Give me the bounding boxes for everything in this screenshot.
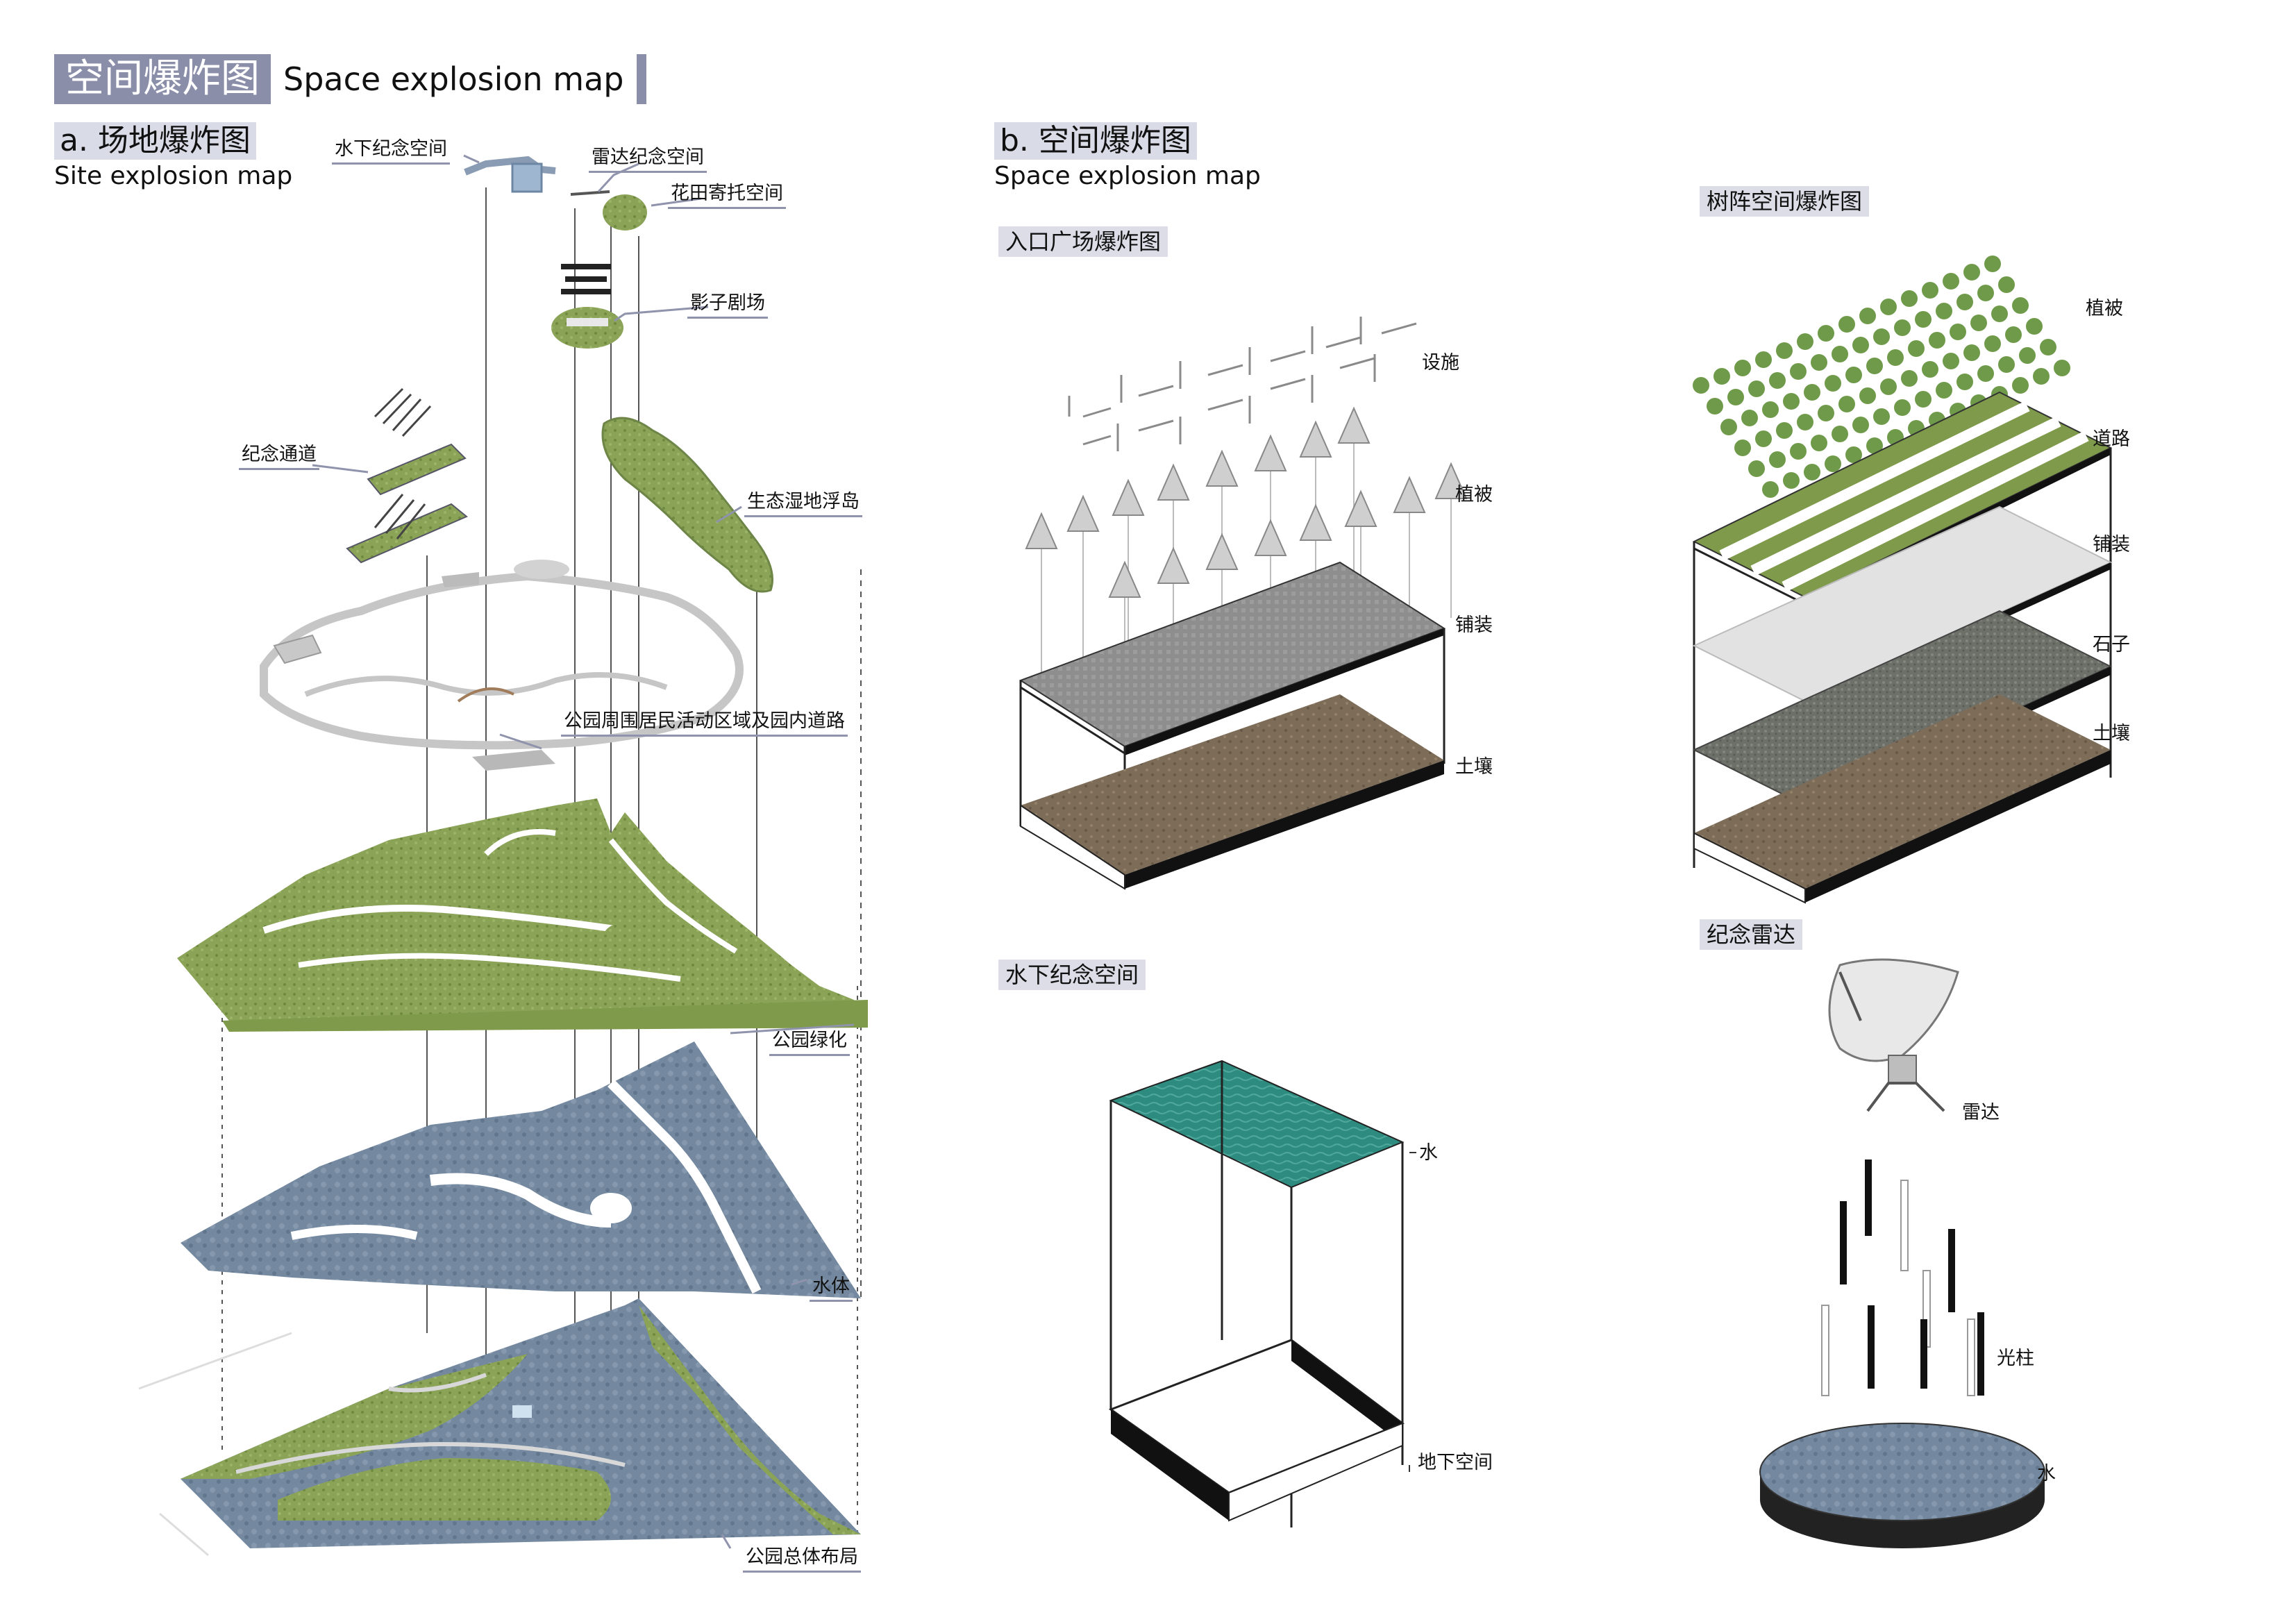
entrance-plaza-drawing xyxy=(1019,317,1468,890)
label-water-body: 水体 xyxy=(810,1275,853,1302)
radar-label-water: 水 xyxy=(2037,1463,2056,1484)
greening-layer xyxy=(177,798,868,1021)
memorial-radar-title: 纪念雷达 xyxy=(1700,919,1803,950)
label-underwater-memorial: 水下纪念空间 xyxy=(332,137,450,165)
radar-water-base xyxy=(1759,1423,2045,1548)
radar-model xyxy=(570,190,610,196)
section-a-subtitle: Site explosion map xyxy=(54,162,293,190)
tree-array-label-stone: 石子 xyxy=(2093,634,2130,655)
section-b-subtitle: Space explosion map xyxy=(994,162,1261,190)
page-title-en: Space explosion map xyxy=(283,60,624,98)
label-radar-memorial: 雷达纪念空间 xyxy=(589,146,707,173)
memorial-path-model xyxy=(346,387,468,564)
leader-lines xyxy=(312,154,855,1549)
label-ticks xyxy=(1409,1152,1416,1472)
tree-array-label-vegetation: 植被 xyxy=(2086,298,2123,319)
underwater-memorial-title: 水下纪念空间 xyxy=(998,960,1146,990)
underwater-label-underground: 地下空间 xyxy=(1418,1452,1493,1473)
label-flower-field: 花田寄托空间 xyxy=(668,182,786,209)
label-overall-layout: 公园总体布局 xyxy=(743,1546,861,1573)
entrance-label-facilities: 设施 xyxy=(1422,352,1459,374)
tree-array-label-paving: 铺装 xyxy=(2093,534,2130,555)
tree-array-soil-layer xyxy=(1694,694,2111,889)
page-title-cn: 空间爆炸图 xyxy=(54,54,271,104)
section-a-title: a. 场地爆炸图 xyxy=(54,122,256,160)
tree-array-label-road: 道路 xyxy=(2093,428,2130,450)
label-greening: 公园绿化 xyxy=(769,1029,850,1056)
header-accent-bar xyxy=(636,54,646,104)
facilities-layer xyxy=(1068,317,1417,451)
underwater-space-model xyxy=(511,162,543,193)
underwater-memorial-drawing xyxy=(1108,1060,1405,1527)
entrance-plaza-title: 入口广场爆炸图 xyxy=(998,226,1168,257)
flower-field-model xyxy=(603,194,647,231)
tree-array-drawing xyxy=(1692,256,2113,904)
soil-layer xyxy=(1021,694,1444,875)
radar-dish xyxy=(1828,958,1959,1112)
memorial-radar-drawing xyxy=(1759,958,2045,1548)
roads-layer xyxy=(260,571,744,750)
label-wetland-island: 生态湿地浮岛 xyxy=(744,490,862,517)
label-shadow-theater: 影子剧场 xyxy=(687,292,768,319)
section-b-title: b. 空间爆炸图 xyxy=(994,122,1197,160)
entrance-label-vegetation: 植被 xyxy=(1455,484,1493,505)
water-layer xyxy=(181,1041,861,1298)
underwater-channel xyxy=(464,156,556,176)
underwater-label-water: 水 xyxy=(1419,1142,1438,1164)
label-memorial-path: 纪念通道 xyxy=(239,443,319,470)
radar-label-radar: 雷达 xyxy=(1962,1102,2000,1123)
tree-array-title: 树阵空间爆炸图 xyxy=(1700,186,1870,217)
shadow-theater-model xyxy=(551,264,623,349)
radar-label-light-column: 光柱 xyxy=(1997,1348,2034,1369)
site-explosion-drawing xyxy=(138,154,868,1557)
entrance-label-soil: 土壤 xyxy=(1455,756,1493,778)
underground-space-layer xyxy=(1108,1339,1405,1494)
label-roads: 公园周围居民活动区域及园内道路 xyxy=(561,710,848,737)
wetland-island-model xyxy=(601,417,773,593)
light-columns xyxy=(1821,1160,1984,1396)
water-surface-layer xyxy=(1109,1060,1405,1189)
page-header: 空间爆炸图 Space explosion map xyxy=(54,54,646,104)
tree-array-label-soil: 土壤 xyxy=(2093,723,2130,744)
entrance-label-paving: 铺装 xyxy=(1455,614,1493,636)
